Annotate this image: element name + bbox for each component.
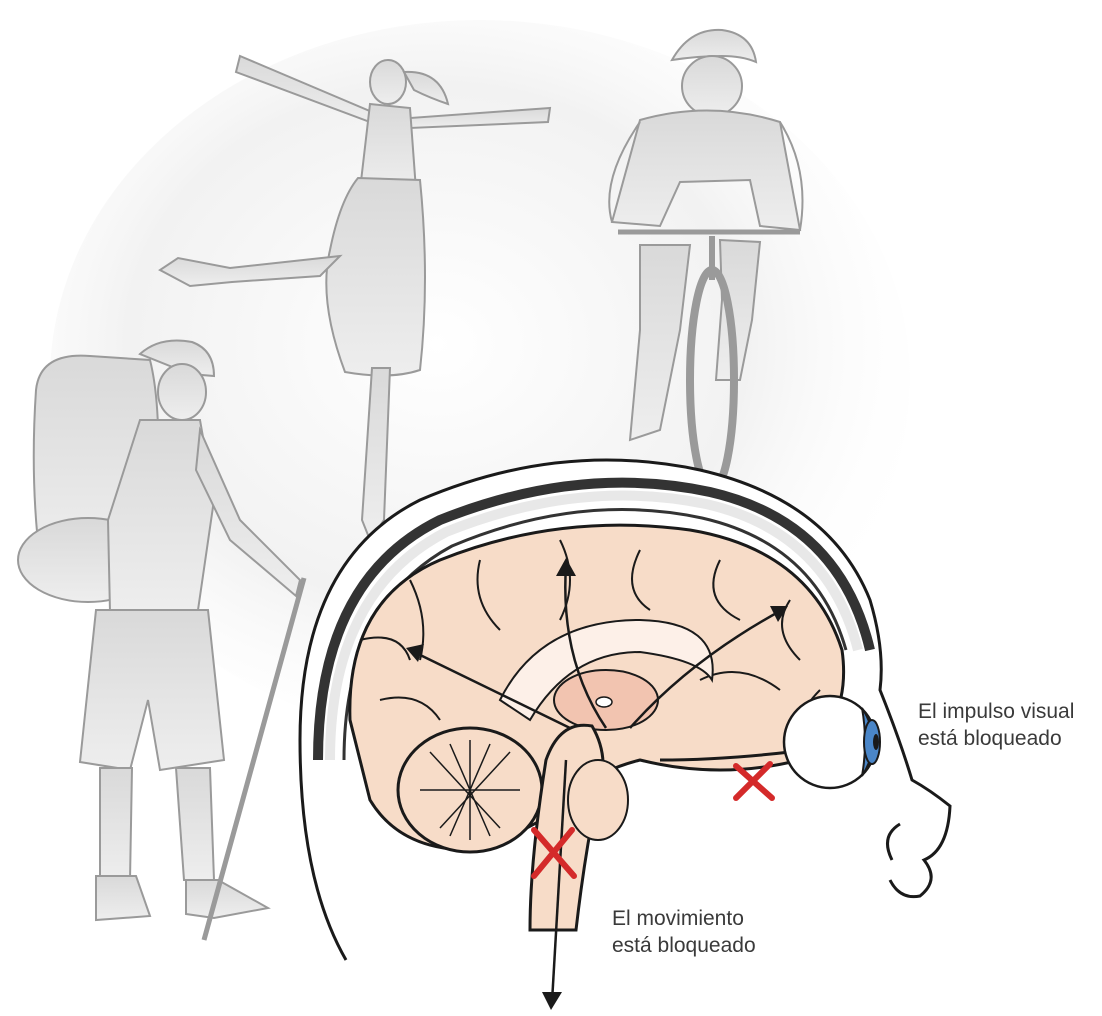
movement-label-line1: El movimiento [612, 905, 756, 932]
movement-label-line2: está bloqueado [612, 932, 756, 959]
visual-blocked-label: El impulso visual está bloqueado [918, 698, 1074, 752]
visual-label-line1: El impulso visual [918, 698, 1074, 725]
visual-label-line2: está bloqueado [918, 725, 1074, 752]
movement-blocked-label: El movimiento está bloqueado [612, 905, 756, 959]
cerebellum [398, 728, 542, 852]
